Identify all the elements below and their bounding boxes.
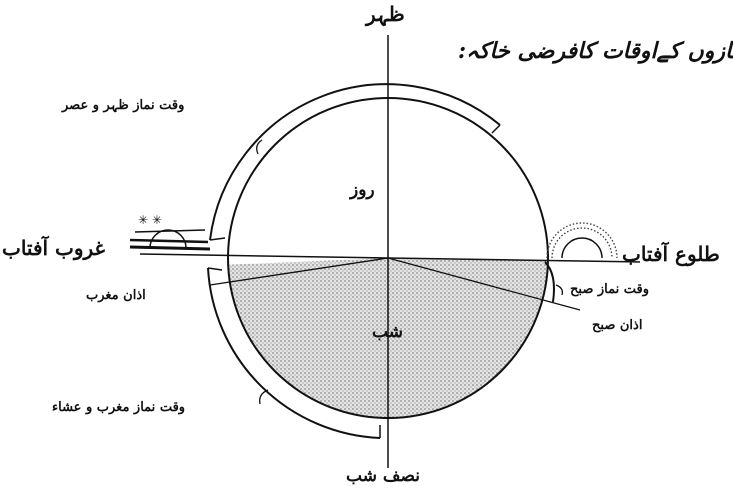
day-label: روز (350, 180, 375, 200)
rising-sun-icon (547, 223, 617, 258)
maghrib-adhan-label: اذان مغرب (86, 288, 146, 303)
svg-text:✳ ✳: ✳ ✳ (138, 213, 162, 227)
maghrib-isha-label: وقت نماز مغرب و عشاء (52, 400, 185, 415)
fajr-time-label: وقت نماز صبح (570, 282, 649, 297)
zuhr-asr-arc (210, 84, 500, 240)
sunrise-label: طلوع آفتاب (622, 242, 720, 266)
night-label: شب (372, 322, 403, 342)
fajr-adhan-label: اذان صبح (592, 318, 642, 333)
sunset-label: غروب آفتاب (2, 236, 105, 260)
zuhr-top-label: ظہر (366, 2, 405, 26)
midnight-label: نصف شب (346, 466, 420, 486)
zuhr-asr-label: وقت نماز ظہر و عصر (62, 98, 184, 113)
setting-sun-icon: ✳ ✳ (130, 213, 210, 249)
night-region (200, 258, 600, 440)
diagram-title: نمازوں کےاوقات کافرضی خاکہ: (458, 38, 733, 64)
